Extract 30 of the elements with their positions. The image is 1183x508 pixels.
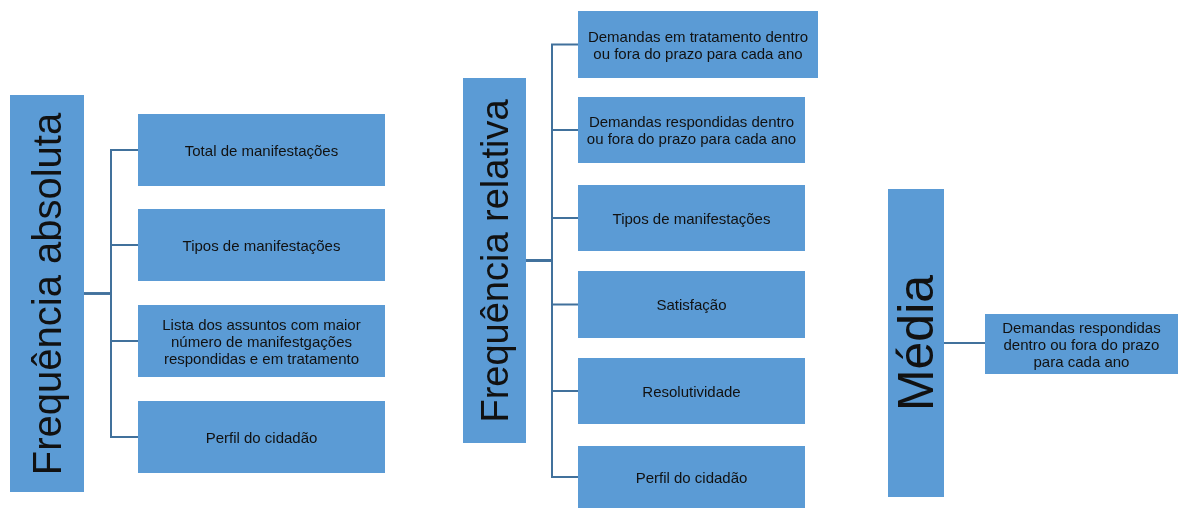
item-box: [578, 446, 805, 508]
item-box: [985, 314, 1178, 374]
item-label: Total de manifestações: [184, 141, 339, 159]
item-label: Demandas em tratamento dentro ou fora do prazo para cada ano: [586, 27, 810, 62]
category-label: Frequência relativa: [475, 98, 514, 423]
connector-line: [943, 342, 986, 344]
item-label: Perfil do cidadão: [205, 428, 318, 446]
item-box: [138, 305, 385, 377]
item-label: Demandas respondidas dentro ou fora do prazo para cada ano: [1001, 318, 1162, 370]
category-box: [888, 189, 944, 497]
item-label: Resolutividade: [642, 382, 741, 400]
item-label: Demandas respondidas dentro ou fora do prazo para cada ano: [585, 113, 798, 147]
item-label: Lista dos assuntos com maior número de manifestgações respondidas e em tratamento: [161, 315, 362, 367]
category-box: [10, 95, 84, 492]
item-box: [578, 11, 818, 78]
item-box: [138, 209, 385, 281]
category-label: Frequência absoluta: [27, 112, 67, 475]
item-box: [578, 185, 805, 251]
category-box: [463, 78, 526, 443]
item-label: Perfil do cidadão: [635, 468, 748, 486]
connector-line: [83, 292, 139, 438]
item-label: Tipos de manifestações: [182, 236, 341, 254]
item-box: [138, 114, 385, 186]
item-label: Satisfação: [656, 296, 727, 313]
item-box: [578, 358, 805, 424]
item-box: [138, 401, 385, 473]
item-box: [578, 271, 805, 338]
category-label: Média: [891, 274, 941, 412]
item-box: [578, 97, 805, 163]
item-label: Tipos de manifestações: [612, 209, 771, 227]
